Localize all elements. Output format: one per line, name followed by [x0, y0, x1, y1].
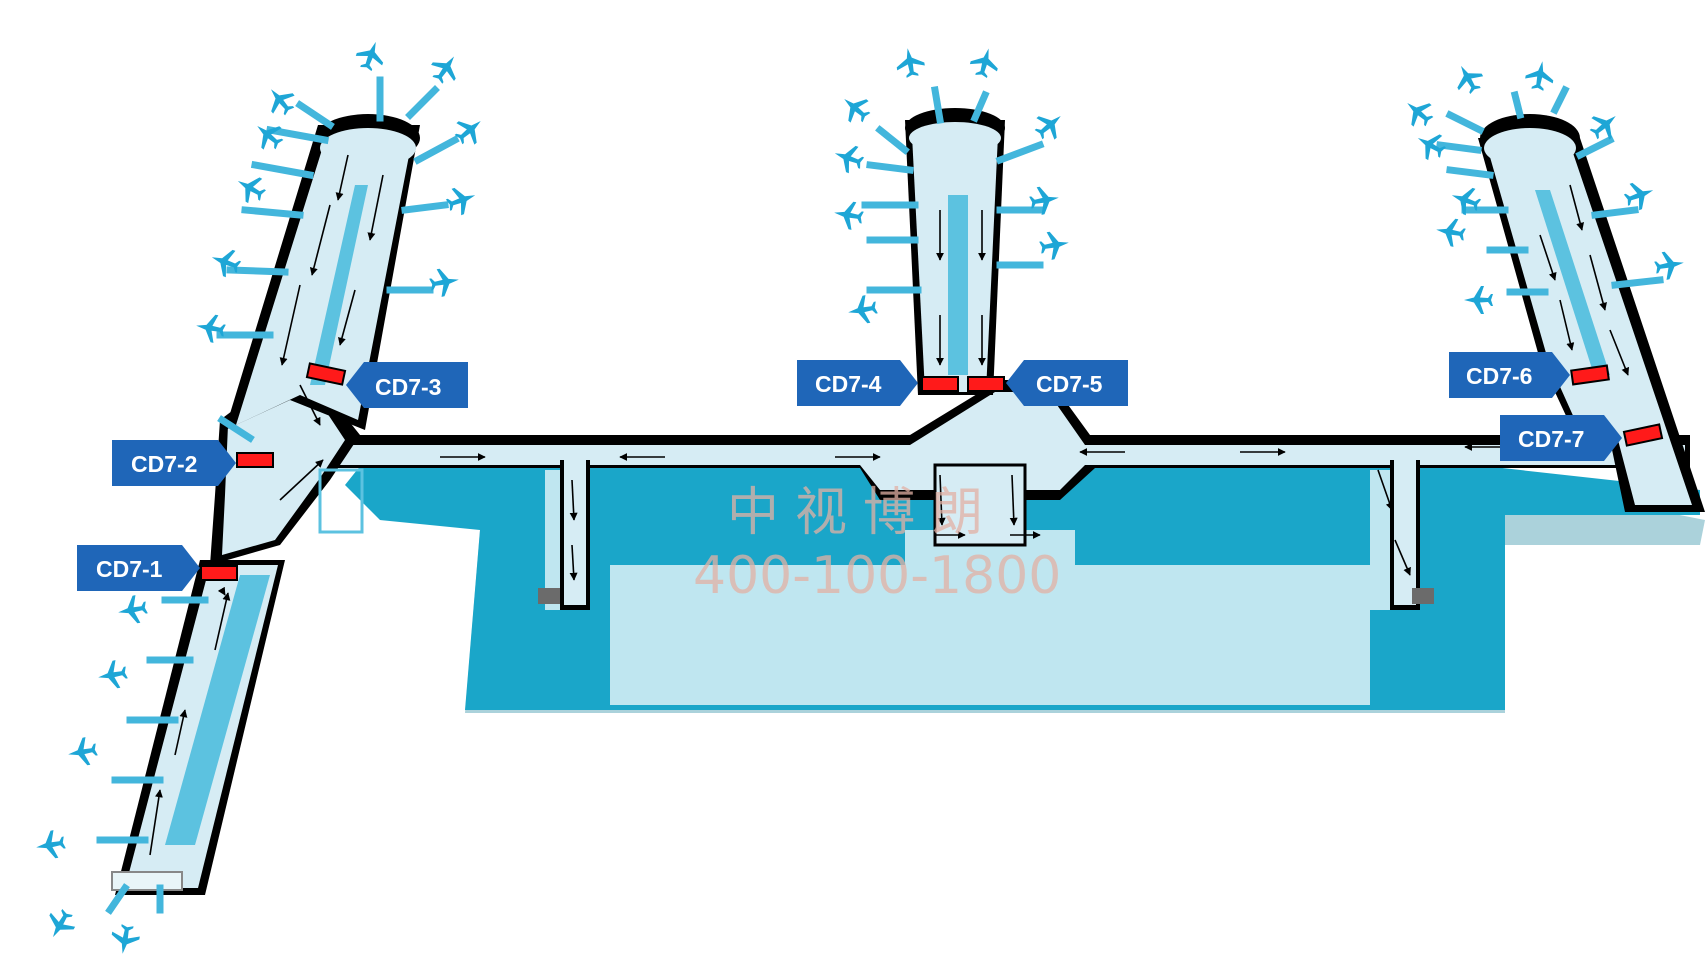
- watermark: 中视博朗 400-100-1800: [693, 483, 1061, 606]
- label-text: CD7-6: [1466, 363, 1532, 389]
- arrow-icon: [335, 154, 349, 201]
- airplane-icon: [1464, 286, 1493, 314]
- arrow-icon: [174, 709, 188, 756]
- middle-pier: [905, 108, 1005, 395]
- airplane-icon: [1448, 58, 1488, 98]
- arrow-icon: [569, 479, 578, 521]
- airplane-icon: [893, 45, 927, 80]
- airplane-icon: [260, 80, 301, 121]
- arrow-icon: [214, 592, 231, 651]
- label-cd7-3[interactable]: CD7-3: [346, 362, 468, 408]
- arrow-icon: [149, 789, 163, 856]
- right-pier: [1478, 114, 1705, 512]
- airplane-icon: [449, 110, 490, 151]
- airplane-icon: [1398, 92, 1439, 133]
- arrow-icon: [338, 289, 356, 346]
- airplane-icon: [831, 198, 866, 232]
- arrow-icon: [1559, 299, 1575, 351]
- left-pier: [111, 114, 420, 895]
- location-marker: [1570, 364, 1610, 386]
- arrow-icon: [1377, 469, 1394, 511]
- arrow-icon: [1589, 254, 1607, 311]
- location-marker: [921, 376, 959, 392]
- label-text: CD7-2: [131, 451, 197, 477]
- location-marker: [1622, 423, 1664, 447]
- gate-labels: CD7-1 CD7-2 CD7-3 CD7-4 CD7-5 CD7-6 CD7-…: [77, 352, 1622, 591]
- airplane-icon: [40, 905, 80, 945]
- label-cd7-5[interactable]: CD7-5: [1006, 360, 1128, 406]
- location-markers: [200, 362, 1664, 581]
- label-cd7-4[interactable]: CD7-4: [797, 360, 918, 406]
- airplane-icon: [193, 311, 228, 345]
- airplane-icon: [830, 140, 867, 177]
- label-cd7-6[interactable]: CD7-6: [1449, 352, 1570, 398]
- airplane-icon: [33, 828, 68, 862]
- airplane-icon: [1037, 228, 1072, 262]
- label-text: CD7-3: [375, 374, 441, 400]
- location-marker: [967, 376, 1005, 392]
- airplane-icon: [108, 922, 142, 957]
- arrow-icon: [937, 474, 946, 526]
- arrow-icon: [279, 459, 324, 501]
- jet-bridges: [96, 76, 1664, 915]
- airplane-icon: [95, 658, 130, 692]
- label-text: CD7-7: [1518, 426, 1584, 452]
- airplane-icon: [1652, 248, 1687, 282]
- arrow-icon: [309, 204, 331, 276]
- watermark-phone: 400-100-1800: [693, 546, 1061, 606]
- watermark-name: 中视博朗: [727, 483, 999, 543]
- arrow-icon: [1609, 329, 1630, 376]
- label-text: CD7-5: [1036, 371, 1103, 397]
- airplane-icon: [230, 168, 270, 208]
- arrow-icon: [1539, 234, 1557, 281]
- airplane-icon: [1029, 105, 1070, 146]
- airplane-icon: [115, 593, 150, 627]
- airplane-icon: [65, 735, 100, 769]
- arrow-icon: [1009, 474, 1018, 526]
- arrow-icon: [367, 174, 384, 241]
- arrow-icon: [1394, 539, 1411, 576]
- airplane-icon: [443, 182, 480, 219]
- airplane-icon: [425, 48, 466, 89]
- label-cd7-2[interactable]: CD7-2: [112, 440, 236, 486]
- airplane-icon: [352, 37, 389, 74]
- airplane-icon: [1523, 58, 1557, 93]
- label-cd7-1[interactable]: CD7-1: [77, 545, 200, 591]
- airplane-icon: [835, 88, 876, 129]
- airplane-icon: [427, 265, 462, 299]
- arrow-icon: [569, 544, 578, 581]
- label-cd7-7[interactable]: CD7-7: [1500, 415, 1622, 461]
- airplane-icon: [967, 44, 1003, 81]
- airplane-icon: [207, 244, 244, 281]
- flow-arrows: [149, 154, 1630, 856]
- airplane-icon: [845, 293, 880, 327]
- label-text: CD7-1: [96, 556, 163, 582]
- location-marker: [305, 362, 347, 386]
- arrow-icon: [299, 384, 321, 426]
- label-text: CD7-4: [815, 371, 882, 397]
- arrow-icon: [1569, 184, 1585, 231]
- connector-corridor: [330, 380, 1690, 610]
- location-marker: [200, 565, 238, 581]
- arrow-icon: [279, 284, 301, 366]
- airplane-icon: [1433, 215, 1468, 249]
- location-marker: [236, 452, 274, 468]
- terminal-base-light: [610, 565, 1370, 705]
